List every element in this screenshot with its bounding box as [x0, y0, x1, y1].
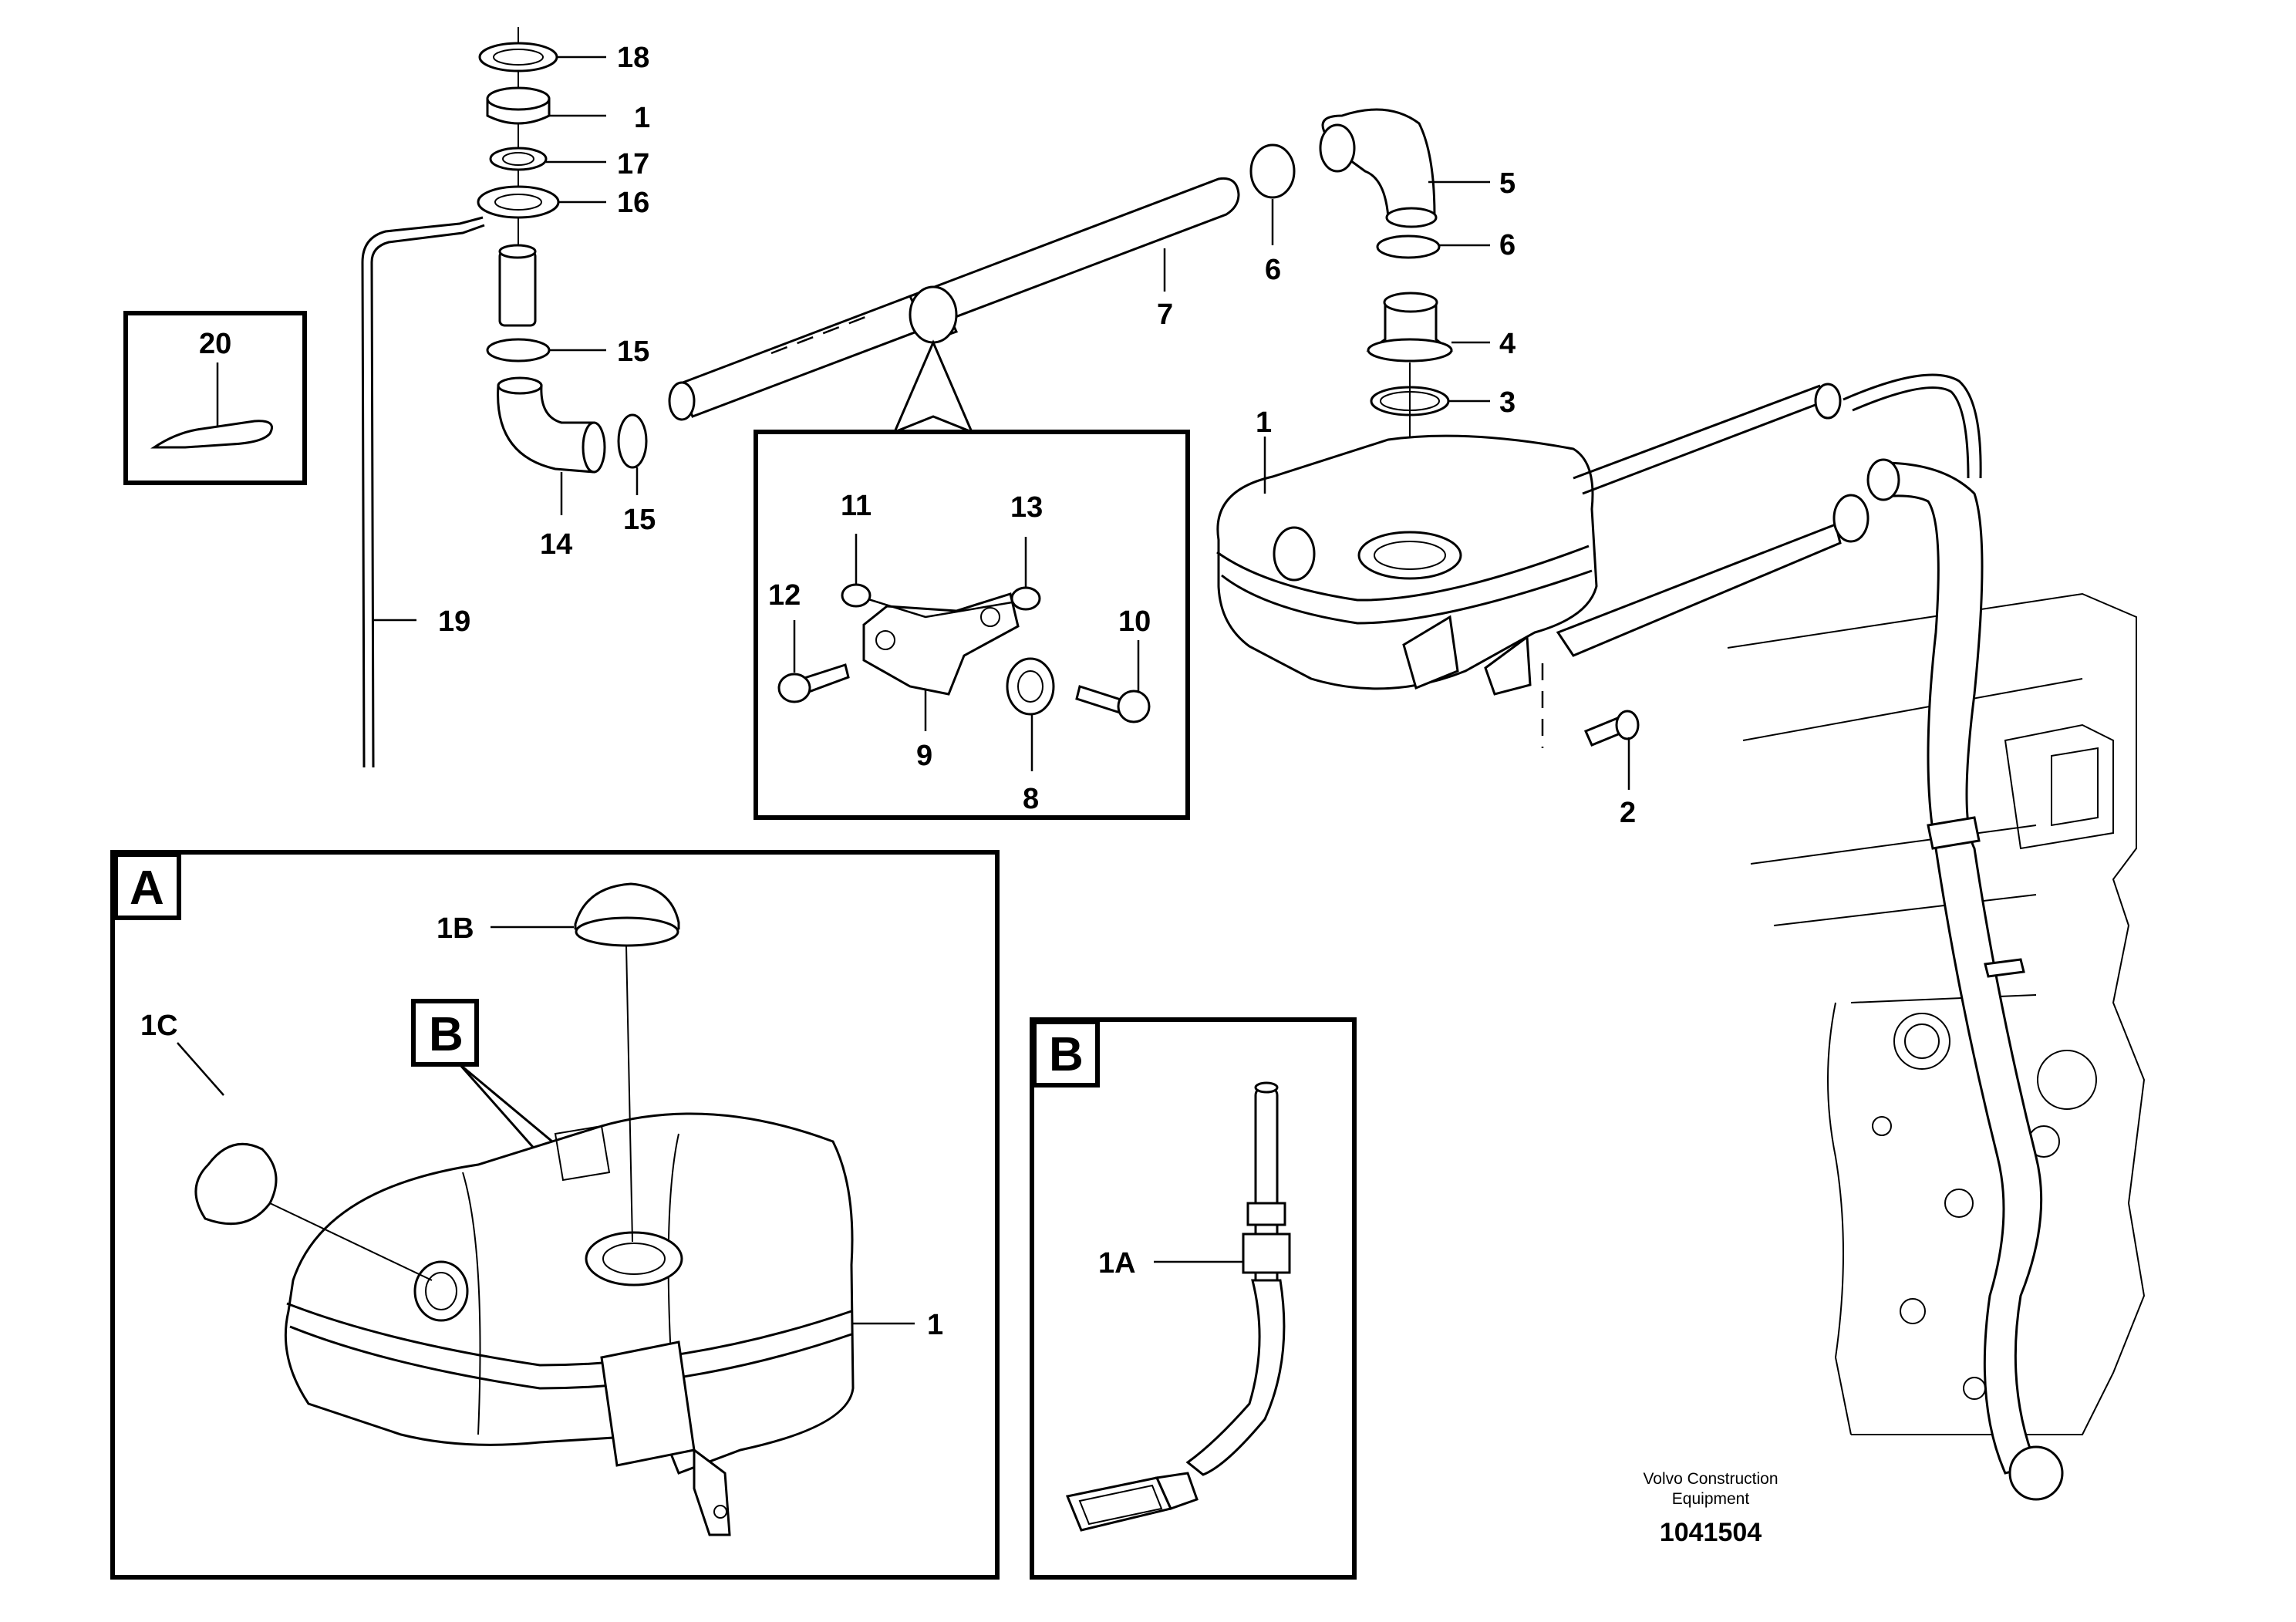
expansion-tank-top: [1216, 434, 1598, 696]
detail-box-bracket: [754, 430, 1190, 820]
detail-pointer: [892, 339, 974, 434]
label-1A: 1A: [1098, 1247, 1136, 1280]
label-20: 20: [199, 328, 231, 360]
tube-19: [361, 216, 485, 768]
view-b: [1030, 1017, 1357, 1580]
label-15-b: 15: [623, 504, 656, 536]
label-1C: 1C: [140, 1010, 178, 1042]
label-1-view-a: 1: [927, 1309, 943, 1341]
label-13: 13: [1010, 491, 1043, 524]
tank-pipes: [1556, 373, 1982, 657]
label-4: 4: [1499, 328, 1515, 360]
elbow-stack: [1319, 108, 1490, 540]
engine-block: [1727, 458, 2146, 1501]
label-1B: 1B: [437, 912, 474, 945]
label-12: 12: [768, 579, 801, 612]
label-10: 10: [1118, 605, 1151, 638]
label-18: 18: [617, 42, 649, 74]
label-9: 9: [916, 740, 932, 772]
label-8: 8: [1023, 783, 1039, 815]
label-6-left: 6: [1265, 254, 1281, 286]
label-14: 14: [540, 528, 572, 561]
view-b-callout-letter: B: [429, 1008, 464, 1061]
label-11: 11: [841, 490, 872, 522]
label-1-tank: 1: [1256, 406, 1272, 439]
view-a: [110, 850, 1000, 1580]
label-17: 17: [617, 148, 649, 180]
label-3: 3: [1499, 386, 1515, 419]
drawing-number: 1041504: [1660, 1518, 1762, 1547]
label-7: 7: [1157, 298, 1173, 331]
footer-company-line1: Volvo Construction: [1643, 1470, 1778, 1488]
view-a-letter: A: [130, 862, 164, 915]
view-b-letter: B: [1049, 1028, 1084, 1081]
label-16: 16: [617, 187, 649, 219]
hose-7: [668, 143, 1296, 421]
label-2: 2: [1620, 797, 1636, 829]
footer-company-line2: Equipment: [1672, 1490, 1750, 1508]
label-5: 5: [1499, 167, 1515, 200]
detail-box-20: [123, 311, 307, 485]
label-6-right: 6: [1499, 229, 1515, 261]
label-19: 19: [438, 605, 470, 638]
label-15-a: 15: [617, 336, 649, 368]
bolt-2: [1541, 663, 1640, 790]
filler-stack: [477, 27, 648, 515]
label-1-cap: 1: [634, 102, 650, 134]
